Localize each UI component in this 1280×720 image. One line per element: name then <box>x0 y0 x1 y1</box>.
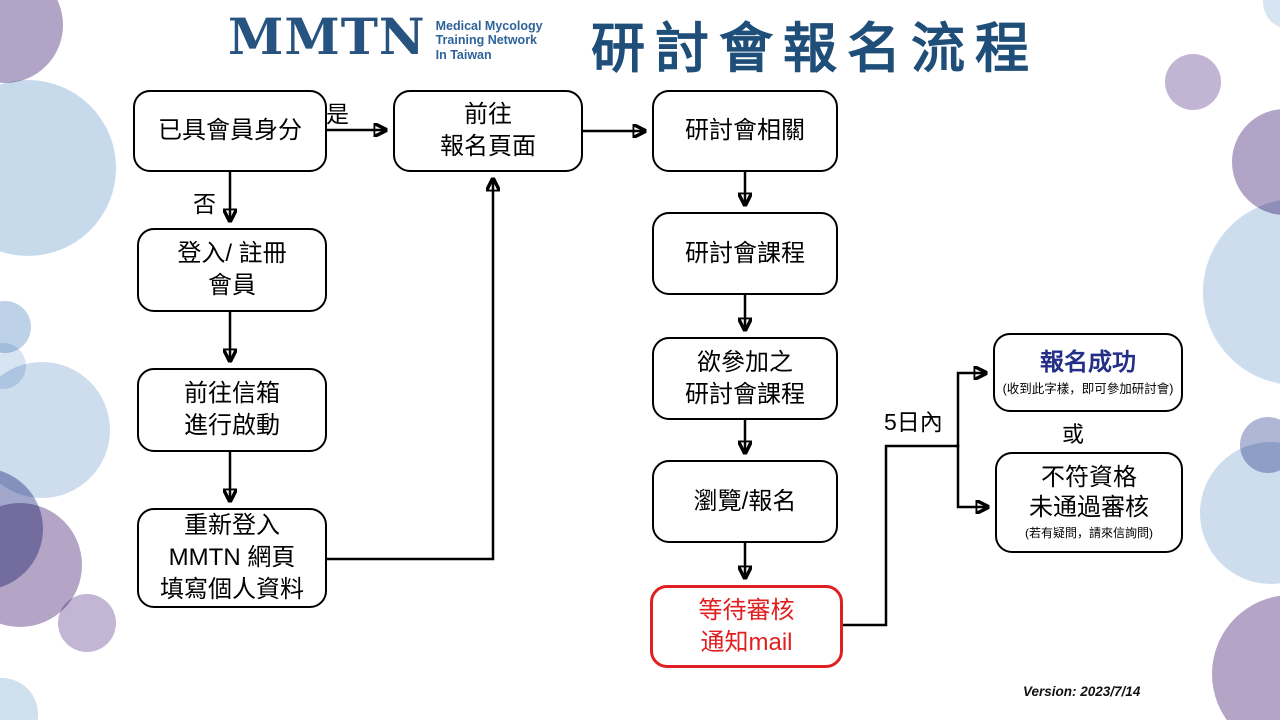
node-seminar-related: 研討會相關 <box>652 90 838 172</box>
node-desired-seminar-course: 欲參加之 研討會課程 <box>652 337 838 420</box>
label-yes: 是 <box>326 101 349 127</box>
version-text: Version: 2023/7/14 <box>1023 684 1141 699</box>
decor-circle <box>0 362 110 498</box>
registration-success-note: (收到此字樣，即可參加研討會) <box>1002 381 1174 396</box>
node-goto-registration-page: 前往 報名頁面 <box>393 90 583 172</box>
label-no: 否 <box>193 191 216 217</box>
node-relogin-fill-profile: 重新登入 MMTN 網頁 填寫個人資料 <box>137 508 327 608</box>
node-goto-mailbox: 前往信箱 進行啟動 <box>137 368 327 452</box>
registration-success-title: 報名成功 <box>1040 348 1136 376</box>
conn-relogin-to-registration-page <box>327 179 493 561</box>
node-browse-register: 瀏覽/報名 <box>652 460 838 543</box>
not-qualified-title: 不符資格 未通過審核 <box>1029 464 1149 522</box>
decor-circle <box>58 594 116 652</box>
node-registration-success: 報名成功 (收到此字樣，即可參加研討會) <box>993 333 1183 412</box>
node-member-check: 已具會員身分 <box>133 90 327 172</box>
label-or: 或 <box>1062 422 1085 447</box>
not-qualified-note: (若有疑問，請來信詢問) <box>1025 526 1153 541</box>
page-title: 研討會報名流程 <box>591 19 1039 79</box>
mmtn-logo-wordmark: MMTN <box>228 7 426 66</box>
node-login-register: 登入/ 註冊 會員 <box>137 228 327 312</box>
decor-circle <box>1165 54 1221 110</box>
conn-branch-to-success <box>956 373 986 448</box>
conn-branch-to-not-qualified <box>956 444 988 507</box>
mmtn-logo-subtitle: Medical Mycology Training Network In Tai… <box>435 19 543 62</box>
conn-wait-to-branch <box>843 444 957 627</box>
node-seminar-courses: 研討會課程 <box>652 212 838 295</box>
node-not-qualified: 不符資格 未通過審核 (若有疑問，請來信詢問) <box>995 452 1183 553</box>
label-within-5-days: 5日內 <box>884 409 943 435</box>
node-wait-review-mail: 等待審核 通知mail <box>650 585 843 668</box>
mmtn-logo: MMTN Medical Mycology Training Network I… <box>228 12 543 62</box>
